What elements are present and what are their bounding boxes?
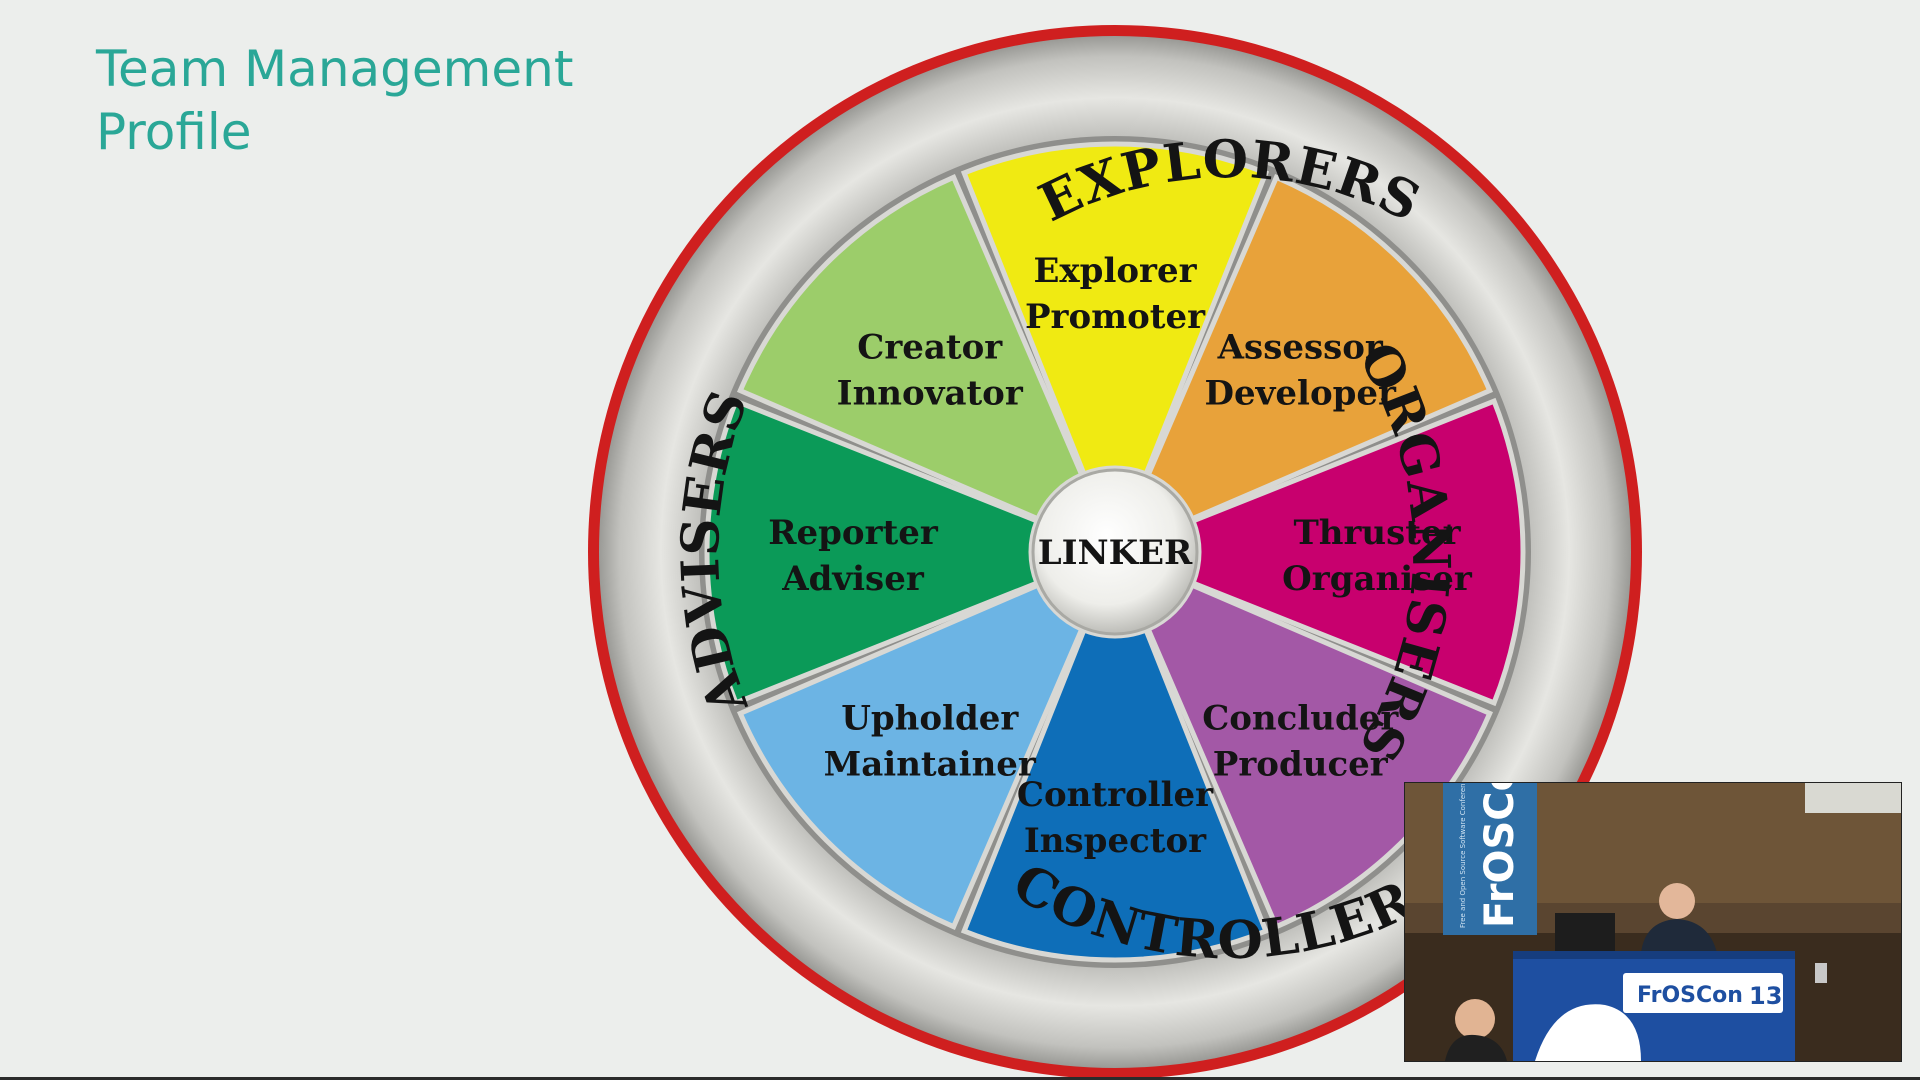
side-banner-subtext: Free and Open Source Software Conference	[1459, 783, 1467, 928]
segment-thruster	[1189, 397, 1526, 707]
segment-creator	[736, 173, 1086, 523]
segment-controller	[960, 626, 1270, 963]
segment-concluder	[1144, 581, 1494, 931]
bottom-bar	[0, 1077, 1920, 1080]
speaker-body	[1641, 919, 1717, 953]
slide-title-line-1: Team Management	[96, 40, 574, 98]
speaker-head	[1659, 883, 1695, 919]
segment-upholder	[736, 581, 1086, 931]
podium-banner-number: 13	[1749, 982, 1782, 1010]
segment-reporter	[704, 397, 1041, 707]
linker-label: LINKER	[1038, 533, 1193, 573]
linker-hub	[1031, 468, 1199, 636]
segment-explorer	[960, 141, 1270, 478]
slide-title-line-2: Profile	[96, 103, 252, 161]
segment-assessor	[1144, 173, 1494, 523]
side-banner	[1443, 783, 1537, 935]
slide-title: Team Management Profile	[96, 38, 573, 164]
side-banner-text: FrOSCon	[1477, 783, 1523, 928]
podium-logo	[1535, 1004, 1641, 1061]
podium-banner	[1623, 973, 1783, 1013]
podium-banner-text: FrOSCon	[1637, 983, 1743, 1008]
speaker-video-inset: FrOSCon Free and Open Source Software Co…	[1404, 782, 1902, 1062]
